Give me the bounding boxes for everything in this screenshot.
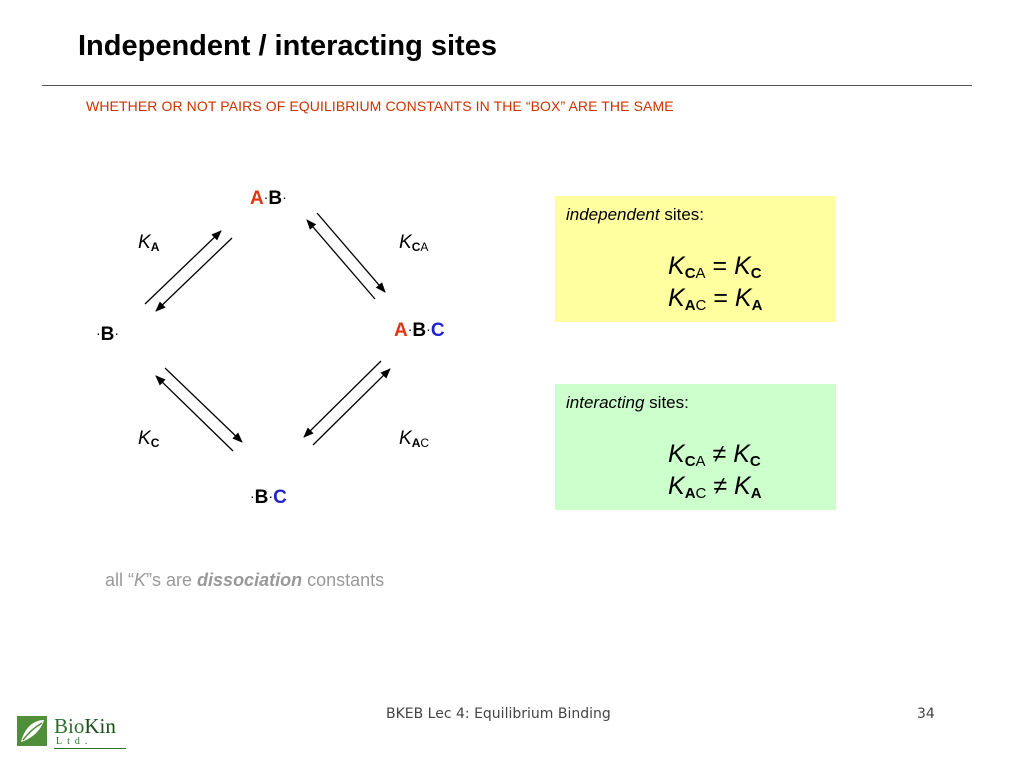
label-k-ca: KCA bbox=[399, 232, 429, 254]
slide-title: Independent / interacting sites bbox=[78, 30, 497, 62]
title-divider bbox=[42, 85, 972, 86]
label-k-c: KC bbox=[138, 428, 160, 450]
interacting-equation-2: KAC ≠ KA bbox=[668, 472, 762, 502]
interacting-box-heading: interacting sites: bbox=[566, 393, 689, 412]
logo-wordmark: BioKin bbox=[54, 714, 116, 738]
arrow-left-to-top bbox=[144, 230, 222, 305]
node-bottom: ·B·C bbox=[250, 487, 287, 508]
independent-sites-box: independent sites: KCA = KC KAC = KA bbox=[555, 196, 836, 322]
arrow-bottom-to-left bbox=[155, 375, 234, 452]
node-right: A·B·C bbox=[394, 320, 445, 341]
independent-equation-1: KCA = KC bbox=[668, 252, 762, 282]
footer-course: BKEB Lec 4: Equilibrium Binding bbox=[386, 706, 611, 722]
dissociation-note: all “K”s are dissociation constants bbox=[105, 570, 385, 590]
page-number: 34 bbox=[917, 706, 935, 722]
node-left: ·B· bbox=[96, 324, 120, 345]
arrow-right-to-top bbox=[306, 219, 376, 300]
interacting-equation-1: KCA ≠ KC bbox=[668, 440, 761, 470]
logo-ltd: Ltd. bbox=[56, 736, 93, 747]
independent-equation-2: KAC = KA bbox=[668, 284, 763, 314]
biokin-logo: BioKin Ltd. bbox=[16, 712, 128, 752]
label-k-a: KA bbox=[138, 232, 160, 254]
logo-underline bbox=[54, 748, 126, 749]
arrow-right-to-bottom bbox=[303, 360, 382, 438]
independent-box-heading: independent sites: bbox=[566, 205, 704, 224]
arrow-top-to-left bbox=[155, 237, 233, 312]
interacting-sites-box: interacting sites: KCA ≠ KC KAC ≠ KA bbox=[555, 384, 836, 510]
slide-subtitle: WHETHER OR NOT PAIRS OF EQUILIBRIUM CONS… bbox=[86, 98, 674, 114]
arrow-bottom-to-right bbox=[312, 368, 391, 446]
arrow-left-to-bottom bbox=[164, 367, 243, 443]
label-k-ac: KAC bbox=[399, 428, 430, 450]
leaf-icon bbox=[17, 716, 47, 746]
arrow-top-to-right bbox=[316, 212, 386, 293]
node-top: A·B· bbox=[250, 188, 287, 209]
